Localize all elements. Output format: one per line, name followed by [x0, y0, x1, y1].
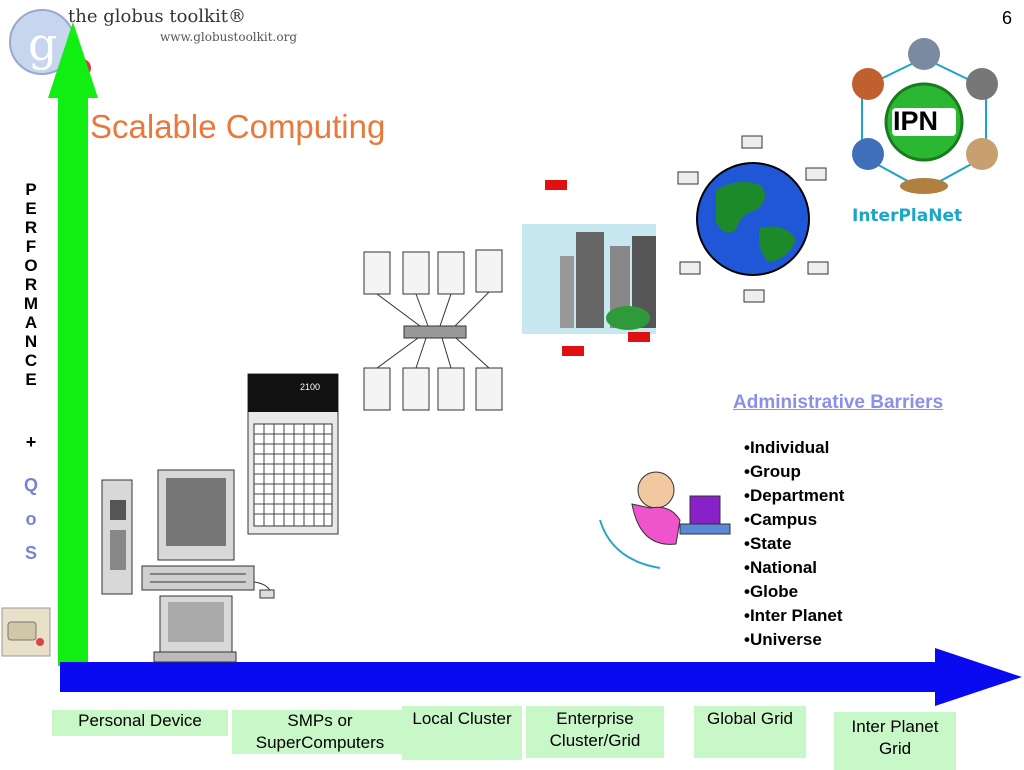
axis-letter: S: [24, 543, 37, 563]
globus-logo-icon: g: [9, 9, 91, 77]
person-at-computer-icon: [599, 471, 731, 569]
logo-text: the globus toolkit®: [68, 6, 246, 27]
ipn-center-text: IPN: [893, 106, 939, 136]
list-item: •Department: [744, 486, 845, 505]
local-cluster-icon: [363, 249, 503, 411]
axis-letter: o: [25, 509, 37, 529]
globe-icon: [677, 135, 829, 303]
stage-smps: SMPs or SuperComputers: [232, 710, 408, 754]
list-item: •State: [744, 534, 792, 553]
axis-letter: N: [24, 332, 38, 351]
stage-inter-planet-grid: Inter Planet Grid: [834, 712, 956, 770]
handheld-device-icon: [1, 607, 51, 657]
interplanet-icon: [852, 38, 998, 194]
interplanet-label: InterPlaNet: [852, 206, 963, 226]
administrative-barriers-link[interactable]: Administrative Barriers: [733, 392, 944, 413]
axis-letter: E: [25, 199, 37, 218]
axis-letter: M: [23, 294, 39, 313]
list-item: •Campus: [744, 510, 818, 529]
axis-letter: R: [24, 275, 38, 294]
performance-axis-label: P E R F O R M A N C E: [20, 180, 42, 389]
axis-letter: R: [24, 218, 38, 237]
slide-title: Scalable Computing: [90, 108, 386, 145]
list-item: •Individual: [744, 438, 830, 457]
axis-letter: P: [25, 180, 37, 199]
axis-letter: Q: [23, 475, 38, 495]
stage-personal-device: Personal Device: [52, 710, 228, 736]
server-label: 2100: [300, 382, 321, 392]
stage-local-cluster: Local Cluster: [402, 706, 522, 760]
list-item: •Group: [744, 462, 801, 481]
list-item: •Inter Planet: [744, 606, 843, 625]
axis-letter: C: [24, 351, 38, 370]
axis-letter: F: [25, 237, 37, 256]
barrier-list: •Individual •Group •Department •Campus •…: [744, 436, 844, 652]
axis-letter: A: [24, 313, 38, 332]
scale-axis-arrow: [60, 648, 1022, 706]
axis-letter: E: [25, 370, 37, 389]
supercomputer-icon: [247, 373, 339, 535]
personal-computer-icon: [101, 469, 275, 663]
list-item: •Globe: [744, 582, 799, 601]
svg-text:g: g: [28, 17, 57, 71]
axis-plus: +: [25, 432, 37, 452]
qos-axis-label: Q o S: [20, 468, 42, 570]
stage-global-grid: Global Grid: [694, 706, 806, 758]
slide-number: 6: [1001, 8, 1012, 28]
stage-enterprise: Enterprise Cluster/Grid: [526, 706, 664, 758]
list-item: •National: [744, 558, 818, 577]
performance-axis-arrow: [48, 22, 98, 666]
enterprise-city-icon: [522, 180, 656, 356]
axis-letter: O: [24, 256, 38, 275]
logo-url: www.globustoolkit.org: [160, 30, 298, 44]
list-item: •Universe: [744, 630, 822, 649]
